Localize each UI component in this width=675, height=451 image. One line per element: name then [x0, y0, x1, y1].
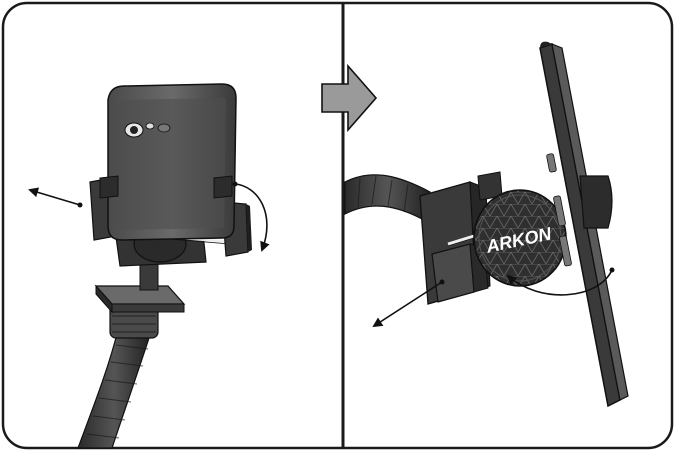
step-arrow-icon [321, 63, 378, 133]
lower-jaw [431, 243, 475, 303]
right-panel: ARKON [344, 41, 629, 408]
pull-arrow-icon [28, 187, 81, 206]
gooseneck-hose-left [77, 329, 151, 449]
rotate-arrow-icon [506, 269, 613, 296]
rotate-arrow-icon [234, 183, 270, 252]
left-panel [28, 83, 270, 449]
pull-arrow-icon [372, 281, 443, 328]
